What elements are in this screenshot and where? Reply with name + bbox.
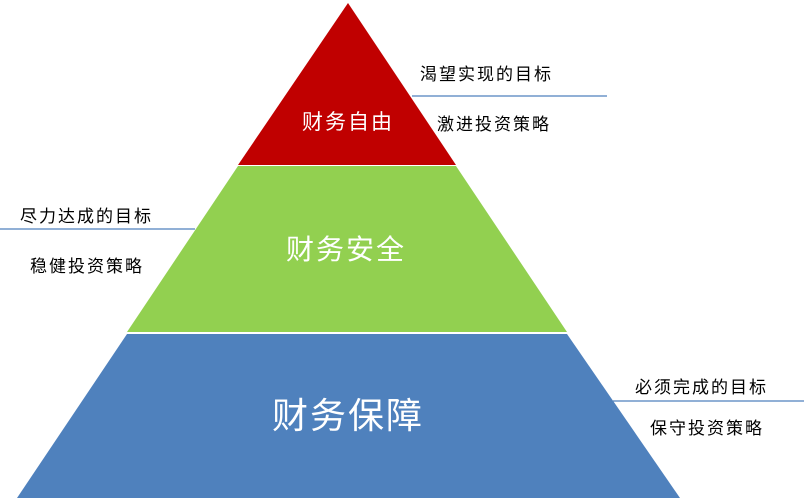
pyramid-top-tier xyxy=(238,3,456,165)
pyramid-middle-tier xyxy=(127,166,567,332)
middle-goal-text: 尽力达成的目标 xyxy=(20,207,153,227)
bottom-strategy-text: 保守投资策略 xyxy=(650,419,764,439)
top-goal-text: 渴望实现的目标 xyxy=(420,65,553,85)
tier-label-top: 财务自由 xyxy=(302,110,394,134)
top-strategy-text: 激进投资策略 xyxy=(437,115,551,135)
bottom-goal-text: 必须完成的目标 xyxy=(635,378,768,398)
tier-label-bottom: 财务保障 xyxy=(271,396,425,437)
middle-strategy-text: 稳健投资策略 xyxy=(30,257,144,277)
pyramid-bottom-tier xyxy=(17,334,680,498)
tier-label-middle: 财务安全 xyxy=(285,233,407,266)
